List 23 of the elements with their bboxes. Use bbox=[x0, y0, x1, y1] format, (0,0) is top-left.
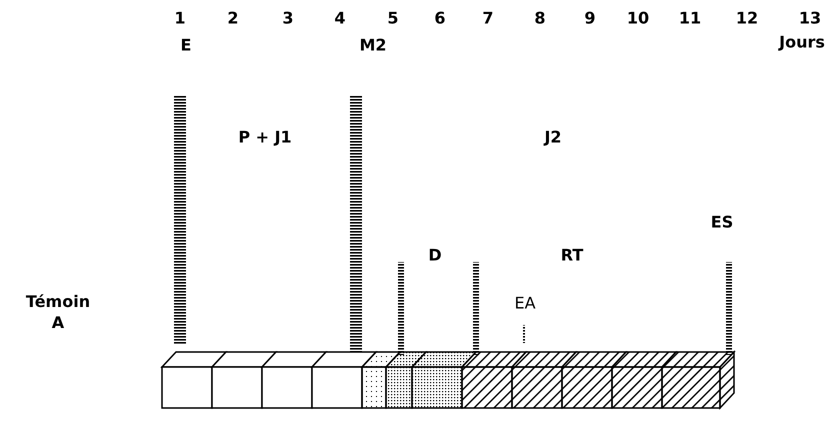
day-number: 1 bbox=[174, 8, 186, 28]
phase-label: J2 bbox=[544, 126, 562, 148]
day-number: 2 bbox=[227, 8, 239, 28]
day-number: 9 bbox=[584, 8, 596, 28]
day-number: 10 bbox=[626, 8, 650, 28]
day-number: 11 bbox=[678, 8, 702, 28]
event-label: E bbox=[180, 34, 192, 56]
phase-label: P + J1 bbox=[238, 126, 292, 148]
day-number: 6 bbox=[434, 8, 446, 28]
day-number: 4 bbox=[334, 8, 346, 28]
row-label: Témoin A bbox=[24, 291, 92, 333]
day-number: 13 bbox=[798, 8, 822, 28]
day-number: 8 bbox=[534, 8, 546, 28]
day-number: 3 bbox=[282, 8, 294, 28]
day-number: 12 bbox=[736, 8, 758, 28]
phase-label: D bbox=[428, 244, 442, 266]
day-number: 5 bbox=[387, 8, 399, 28]
event-label: ES bbox=[710, 212, 734, 232]
event-label: EA bbox=[514, 292, 536, 314]
axis-title: Jours bbox=[779, 32, 825, 52]
phase-label: RT bbox=[560, 244, 584, 266]
event-label: M2 bbox=[359, 34, 387, 56]
day-number: 7 bbox=[482, 8, 494, 28]
